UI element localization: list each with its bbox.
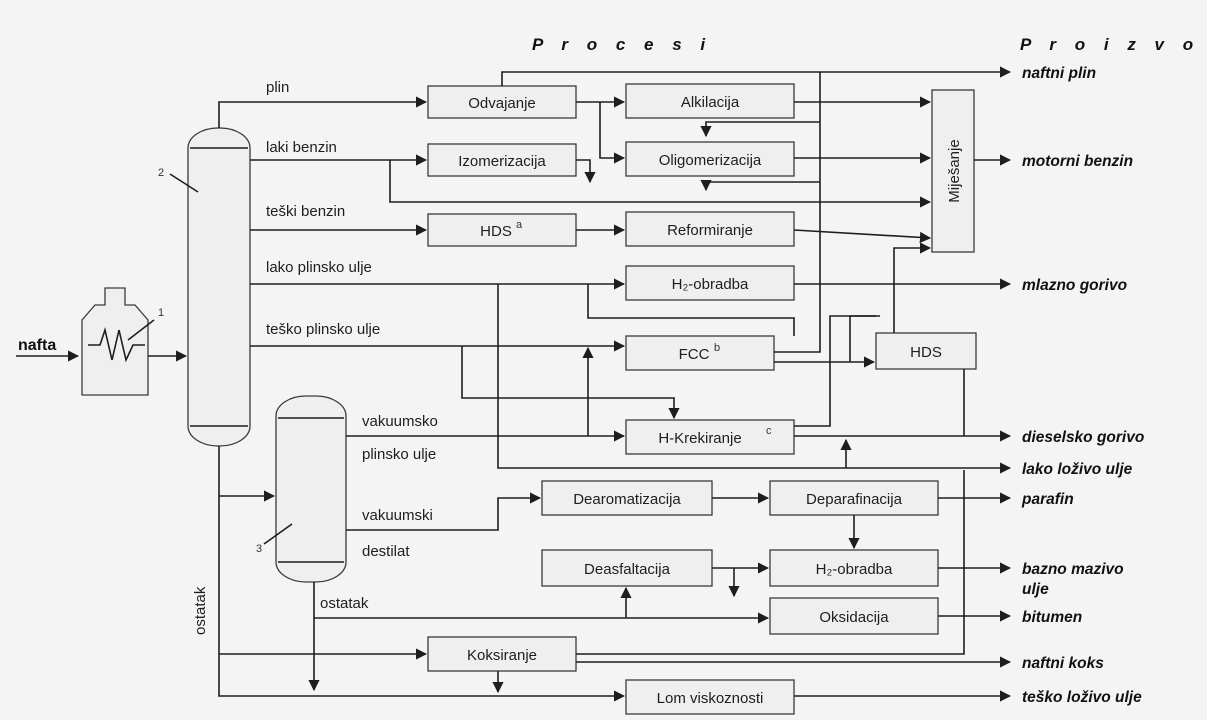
box-koksiranje (427, 636, 577, 672)
atmospheric-column (187, 127, 251, 447)
box-mijesanje (931, 89, 975, 253)
box-h2-obradba-1 (625, 265, 795, 301)
processes-header: P r o c e s i (532, 35, 712, 54)
stream-lako-plinsko: lako plinsko ulje (266, 259, 372, 276)
label-alkilacija: Alkilacija (681, 94, 740, 111)
label-oligomerizacija: Oligomerizacija (659, 152, 762, 169)
box-lom-viskoznosti (625, 679, 795, 715)
label-deasfaltacija: Deasfaltacija (584, 561, 671, 578)
stream-ostatak-vac: ostatak (320, 595, 369, 612)
vacuum-column (275, 395, 347, 583)
stream-plin: plin (266, 79, 289, 96)
sup-fcc: b (714, 342, 720, 354)
furnace-coil-icon (88, 327, 145, 363)
box-oksidacija (769, 597, 939, 635)
feed-label: nafta (18, 337, 56, 354)
label-h2-obradba-1: H₂-obradba (672, 276, 749, 293)
product-lako-lozivo: lako loživo ulje (1022, 461, 1133, 478)
product-naftni-plin: naftni plin (1022, 65, 1096, 82)
box-hds-a (427, 213, 577, 247)
box-oligomerizacija (625, 141, 795, 177)
sup-hds-a: a (516, 219, 523, 231)
vac-column-number: 3 (256, 543, 262, 555)
product-bazno-ulje: ulje (1022, 581, 1049, 598)
box-deasfaltacija (541, 549, 713, 587)
product-parafin: parafin (1021, 491, 1074, 508)
box-reformiranje (625, 211, 795, 247)
furnace (81, 287, 149, 396)
stream-tesko-plinsko: teško plinsko ulje (266, 321, 380, 338)
label-lom-viskoznosti: Lom viskoznosti (657, 690, 764, 707)
sup-h-krekiranje: c (766, 425, 772, 437)
product-tesko-lozivo: teško loživo ulje (1022, 689, 1142, 706)
stream-laki-benzin: laki benzin (266, 139, 337, 156)
label-koksiranje: Koksiranje (467, 647, 537, 664)
product-dieselsko-gorivo: dieselsko gorivo (1022, 429, 1144, 446)
product-motorni-benzin: motorni benzin (1022, 153, 1133, 170)
product-naftni-koks: naftni koks (1022, 655, 1104, 672)
furnace-number: 1 (158, 307, 164, 319)
label-hds-a: HDS (480, 223, 512, 240)
vac-column-leader (263, 523, 293, 545)
stream-teski-benzin: teški benzin (266, 203, 345, 220)
atm-column-number: 2 (158, 167, 164, 179)
product-bazno-mazivo: bazno mazivo (1022, 561, 1124, 578)
label-dearomatizacija: Dearomatizacija (573, 491, 681, 508)
label-izomerizacija: Izomerizacija (458, 153, 546, 170)
box-hds (875, 332, 977, 370)
stream-vakuumsko: vakuumsko (362, 413, 438, 430)
atm-column-leader (169, 173, 199, 193)
label-hds: HDS (910, 344, 942, 361)
box-h-krekiranje (625, 419, 795, 455)
label-mijesanje: Miješanje (946, 139, 963, 202)
stream-ostatak-atm: ostatak (192, 586, 209, 635)
box-dearomatizacija (541, 480, 713, 516)
label-odvajanje: Odvajanje (468, 95, 536, 112)
label-fcc: FCC (679, 346, 710, 363)
label-deparafinacija: Deparafinacija (806, 491, 903, 508)
label-h2-obradba-2: H₂-obradba (816, 561, 893, 578)
box-h2-obradba-2 (769, 549, 939, 587)
label-h-krekiranje: H-Krekiranje (658, 430, 741, 447)
box-fcc (625, 335, 775, 371)
product-bitumen: bitumen (1022, 609, 1082, 626)
box-deparafinacija (769, 480, 939, 516)
flow-lines (218, 66, 1012, 702)
box-alkilacija (625, 83, 795, 119)
furnace-number-leader (127, 319, 155, 341)
label-reformiranje: Reformiranje (667, 222, 753, 239)
stream-destilat: destilat (362, 543, 410, 560)
products-header: P r o i z v o d i (1020, 35, 1207, 54)
box-izomerizacija (427, 143, 577, 177)
stream-plinsko-ulje: plinsko ulje (362, 446, 436, 463)
stream-vakuumski: vakuumski (362, 507, 433, 524)
label-oksidacija: Oksidacija (819, 609, 889, 626)
product-mlazno-gorivo: mlazno gorivo (1022, 277, 1127, 294)
